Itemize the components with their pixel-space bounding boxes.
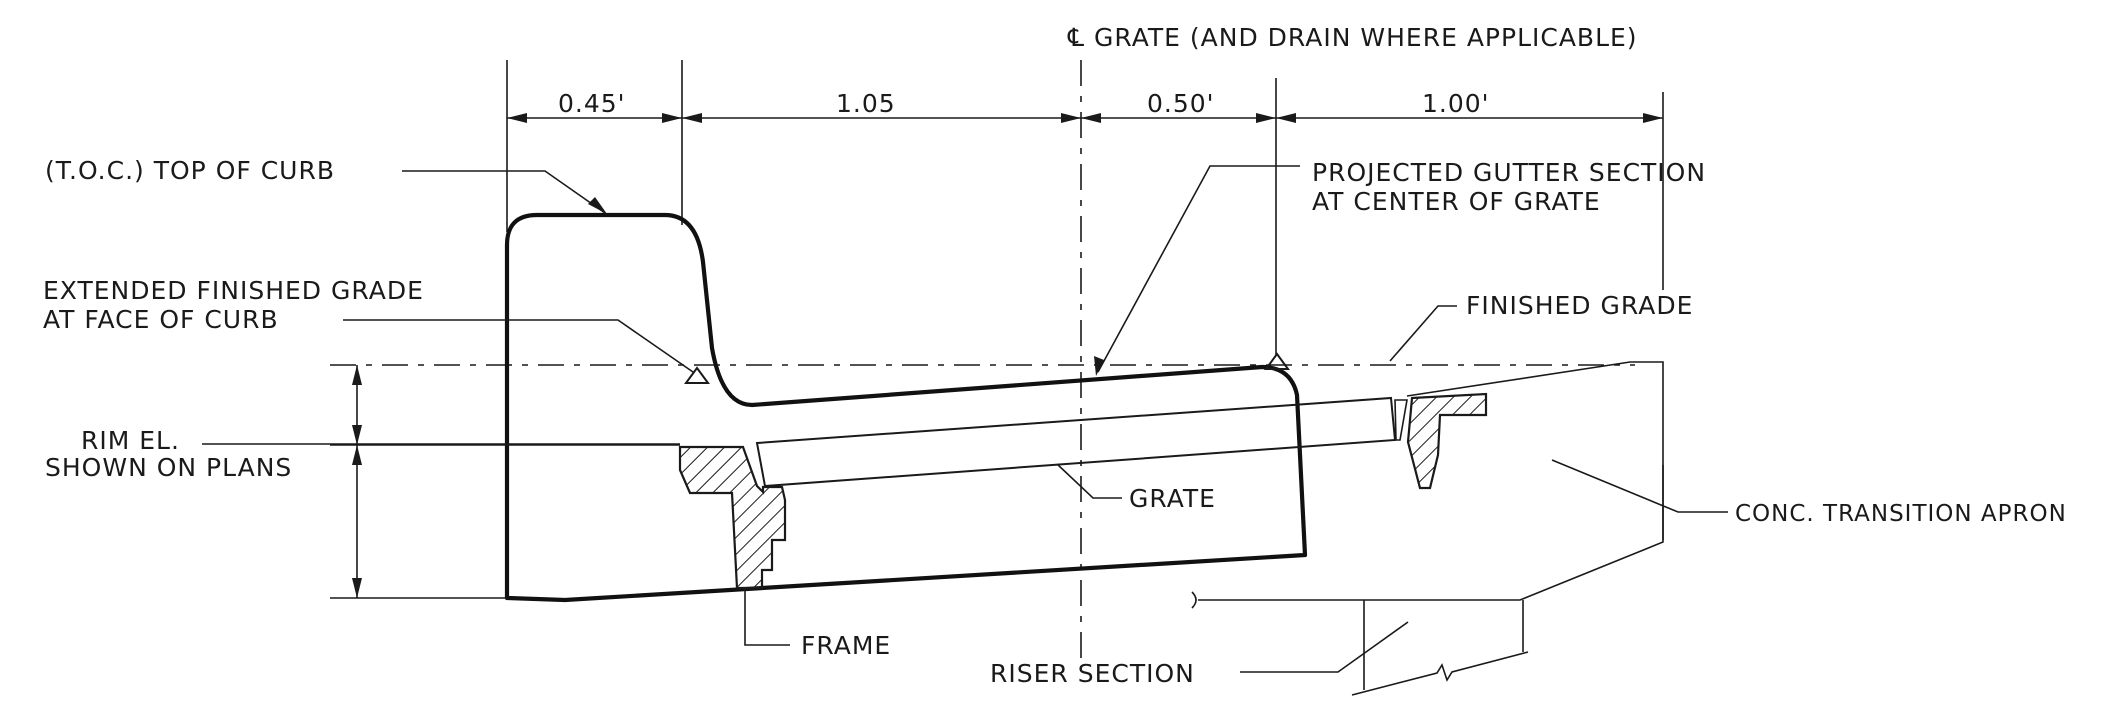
grate-label: GRATE <box>1129 484 1216 513</box>
dimension-0-45: 0.45' <box>558 89 626 118</box>
face-of-curb-grade-point <box>684 366 710 384</box>
centerline-label: ℄ GRATE (AND DRAIN WHERE APPLICABLE) <box>1067 23 1638 52</box>
projected-gutter-label-line2: AT CENTER OF GRATE <box>1312 187 1601 216</box>
riser-section-label: RISER SECTION <box>990 659 1195 688</box>
transition-apron-label: CONC. TRANSITION APRON <box>1735 501 2067 527</box>
frame-right <box>1406 392 1488 490</box>
finished-grade-label: FINISHED GRADE <box>1466 291 1693 320</box>
rim-el-label-line2: SHOWN ON PLANS <box>45 453 292 482</box>
frame-label: FRAME <box>801 631 891 660</box>
frame-left <box>678 445 787 590</box>
extended-grade-label-line2: AT FACE OF CURB <box>43 305 279 334</box>
rim-el-label-line1: RIM EL. <box>81 426 180 455</box>
projected-gutter-label-line1: PROJECTED GUTTER SECTION <box>1312 158 1706 187</box>
apron-left-tick <box>1191 591 1197 609</box>
riser-section <box>1351 600 1529 696</box>
gutter-edge-grade-point <box>1264 352 1290 370</box>
dimension-1-00: 1.00' <box>1422 89 1490 118</box>
grate <box>755 396 1397 488</box>
top-of-curb-label: (T.O.C.) TOP OF CURB <box>45 156 335 185</box>
dimension-line <box>507 113 1663 123</box>
extended-grade-label-line1: EXTENDED FINISHED GRADE <box>43 276 424 305</box>
curb-gutter-section <box>504 212 1308 603</box>
concrete-transition-apron <box>1198 361 1664 601</box>
rim-elevation-dimension <box>330 365 680 599</box>
dimension-0-50: 0.50' <box>1147 89 1215 118</box>
leader-lines <box>202 165 1728 673</box>
dimension-1-05: 1.05 <box>836 89 896 118</box>
frame-right-lip <box>1394 399 1408 441</box>
